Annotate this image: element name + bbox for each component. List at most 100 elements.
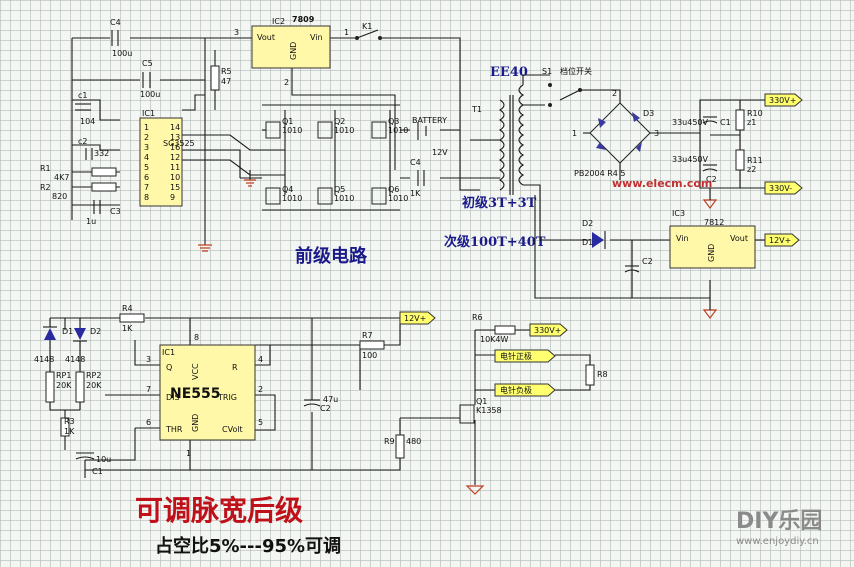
c1-post-label: C1 bbox=[92, 467, 103, 476]
resistor-r9: R9 480 bbox=[384, 434, 421, 459]
duty-cycle-subtitle: 占空比5%---95%可调 bbox=[155, 535, 341, 557]
ic1-pre-name: IC1 bbox=[142, 109, 155, 118]
rp1-label: RP1 bbox=[56, 371, 71, 380]
transformer-ee40: EE40 T1 初级3T+3T 次级100T+40T bbox=[444, 65, 546, 250]
ic2-name: IC2 bbox=[272, 17, 285, 26]
flag-needle-pos-text: 电针正极 bbox=[500, 351, 532, 361]
ic1-pin-14: 14 bbox=[170, 123, 180, 132]
d2-rect-value: D1 bbox=[582, 238, 593, 247]
capacitor-c1-rect: 33u450V C1 bbox=[672, 116, 731, 127]
mosfet-q5: Q5 1010 bbox=[317, 185, 354, 205]
flag-needle-positive: 电针正极 bbox=[494, 349, 556, 363]
ic1-pin-6: 6 bbox=[144, 173, 149, 182]
ne555-trig: TRIG bbox=[217, 393, 237, 402]
out-pos-text: 330V+ bbox=[769, 96, 796, 105]
resistor-r8: R8 bbox=[585, 364, 608, 386]
d1-post-label: D1 bbox=[62, 327, 73, 336]
capacitor-c2-rect: 33u450V C2 bbox=[672, 155, 718, 184]
ic3-vin: Vin bbox=[676, 234, 689, 243]
resistor-r4-post: R4 1K bbox=[119, 304, 145, 333]
ne555-q: Q bbox=[166, 363, 172, 372]
d2-post-label: D2 bbox=[90, 327, 101, 336]
ic1-pin-4: 4 bbox=[144, 153, 149, 162]
ic1-pin-16: 16 bbox=[170, 143, 180, 152]
ground-post bbox=[465, 485, 485, 495]
r7-value: 100 bbox=[362, 351, 377, 360]
diy-logo-text: DIY乐园 bbox=[736, 509, 822, 534]
diy-logo: DIY乐园 www.enjoydiy.cn bbox=[736, 509, 822, 547]
secondary-winding-label: 次级100T+40T bbox=[444, 234, 546, 250]
r4-post-value: 1K bbox=[122, 324, 133, 333]
ic2-model: 7809 bbox=[292, 15, 315, 24]
out-neg-text: 330V- bbox=[769, 184, 792, 193]
bridge-pin-2: 2 bbox=[612, 89, 617, 98]
mos-q2-value: 1010 bbox=[334, 126, 354, 135]
rp1-value: 20K bbox=[56, 381, 72, 390]
ic2-gnd: GND bbox=[289, 42, 298, 60]
d2-post-value: 4148 bbox=[65, 355, 85, 364]
ground-rect bbox=[702, 199, 718, 209]
resistor-r3-post: R3 1K bbox=[60, 417, 75, 437]
c1-pre-value: 104 bbox=[80, 117, 95, 126]
resistor-r10: R10 z1 bbox=[735, 109, 763, 131]
bridge-model: PB2004 R4 5 bbox=[574, 169, 626, 178]
c-ic3-label: C2 bbox=[642, 257, 653, 266]
ic2-vout: Vout bbox=[257, 33, 275, 42]
pre-stage-wires bbox=[71, 37, 500, 245]
ic1-pin-10: 10 bbox=[170, 173, 180, 182]
ic1-pin-9: 9 bbox=[170, 193, 175, 202]
ic1-pin-13: 13 bbox=[170, 133, 180, 142]
mos-q3-value: 1010 bbox=[388, 126, 408, 135]
battery: BATTERY 12V bbox=[412, 116, 448, 157]
ne555-model: NE555 bbox=[170, 386, 221, 402]
ne555-pin-7: 7 bbox=[146, 385, 151, 394]
c2-rect-label: C2 bbox=[706, 175, 717, 184]
q1-post-label: Q1 bbox=[476, 397, 487, 406]
ne555-pin-1: 1 bbox=[186, 449, 191, 458]
mos-q3-label: Q3 bbox=[388, 117, 399, 126]
r11-value: z2 bbox=[747, 165, 756, 174]
r9-value: 480 bbox=[406, 437, 421, 446]
s1-label: S1 bbox=[542, 67, 552, 76]
ic1-pin-8: 8 bbox=[144, 193, 149, 202]
switch-k1: K1 bbox=[355, 22, 382, 40]
ic3-vout: Vout bbox=[730, 234, 748, 243]
flag-330v-minus: 330V- bbox=[764, 181, 803, 195]
r5-label: R5 bbox=[221, 67, 232, 76]
ic3-name: IC3 bbox=[672, 209, 685, 218]
snubber-cap: C4 1K bbox=[410, 158, 425, 198]
ic1-pin-7: 7 bbox=[144, 183, 149, 192]
ic2-vin: Vin bbox=[310, 33, 323, 42]
d3-label: D3 bbox=[643, 109, 654, 118]
ic-sg3525: IC1 SG3525 1 2 3 4 5 6 7 8 14 13 12 11 1… bbox=[139, 109, 195, 207]
mos-q4-value: 1010 bbox=[282, 194, 302, 203]
flag-12v-post: 12V+ bbox=[399, 311, 436, 325]
diode-d1-post: D1 4148 bbox=[34, 318, 73, 364]
k1-label: K1 bbox=[362, 22, 372, 31]
ne555-pin-6: 6 bbox=[146, 418, 151, 427]
c3-pre-label: C3 bbox=[110, 207, 121, 216]
r8-label: R8 bbox=[597, 370, 608, 379]
flag-12v-post-text: 12V+ bbox=[404, 314, 426, 323]
snubber-value: 1K bbox=[410, 189, 421, 198]
rp2-label: RP2 bbox=[86, 371, 101, 380]
website-watermark: www.elecm.com bbox=[612, 177, 712, 190]
flag-needle-negative: 电针负极 bbox=[494, 383, 556, 397]
capacitor-c5: C5 100u bbox=[140, 59, 160, 99]
transformer-t1: T1 bbox=[471, 105, 482, 114]
r7-label: R7 bbox=[362, 331, 373, 340]
ic2-pin-2: 2 bbox=[284, 78, 289, 87]
ne555-gnd: GND bbox=[191, 414, 200, 432]
ic1-pin-11: 11 bbox=[170, 163, 180, 172]
d2-rect-label: D2 bbox=[582, 219, 593, 228]
q1-post-value: K1358 bbox=[476, 406, 502, 415]
mos-q4-label: Q4 bbox=[282, 185, 293, 194]
resistor-r1-r2: R1 4K7 R2 820 bbox=[40, 164, 117, 201]
battery-label: BATTERY bbox=[412, 116, 447, 125]
r10-label: R10 bbox=[747, 109, 763, 118]
resistor-r6: R6 10K4W bbox=[472, 313, 516, 344]
c3-pre-value: 1u bbox=[86, 217, 96, 226]
ne555-pin-8: 8 bbox=[194, 333, 199, 342]
